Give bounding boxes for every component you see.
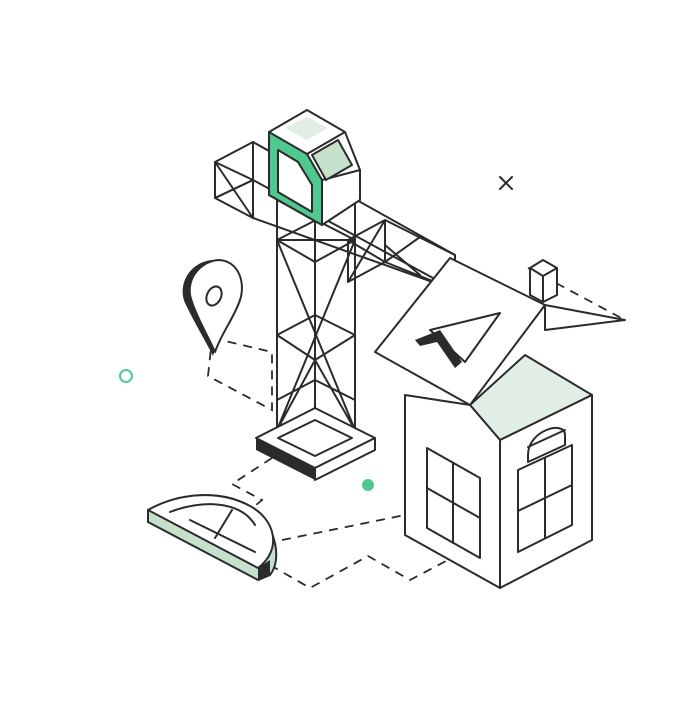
- jib-end-box: [529, 259, 558, 303]
- map-pin-icon: [182, 259, 243, 356]
- roof-panel: [374, 257, 626, 406]
- close-x-icon: [499, 176, 513, 190]
- circle-dot-icon: [362, 479, 374, 491]
- house: [404, 354, 593, 589]
- crane-cab: [268, 109, 361, 226]
- circle-outline-icon: [119, 369, 133, 383]
- protractor-icon: [147, 494, 278, 582]
- crane-base: [255, 407, 376, 481]
